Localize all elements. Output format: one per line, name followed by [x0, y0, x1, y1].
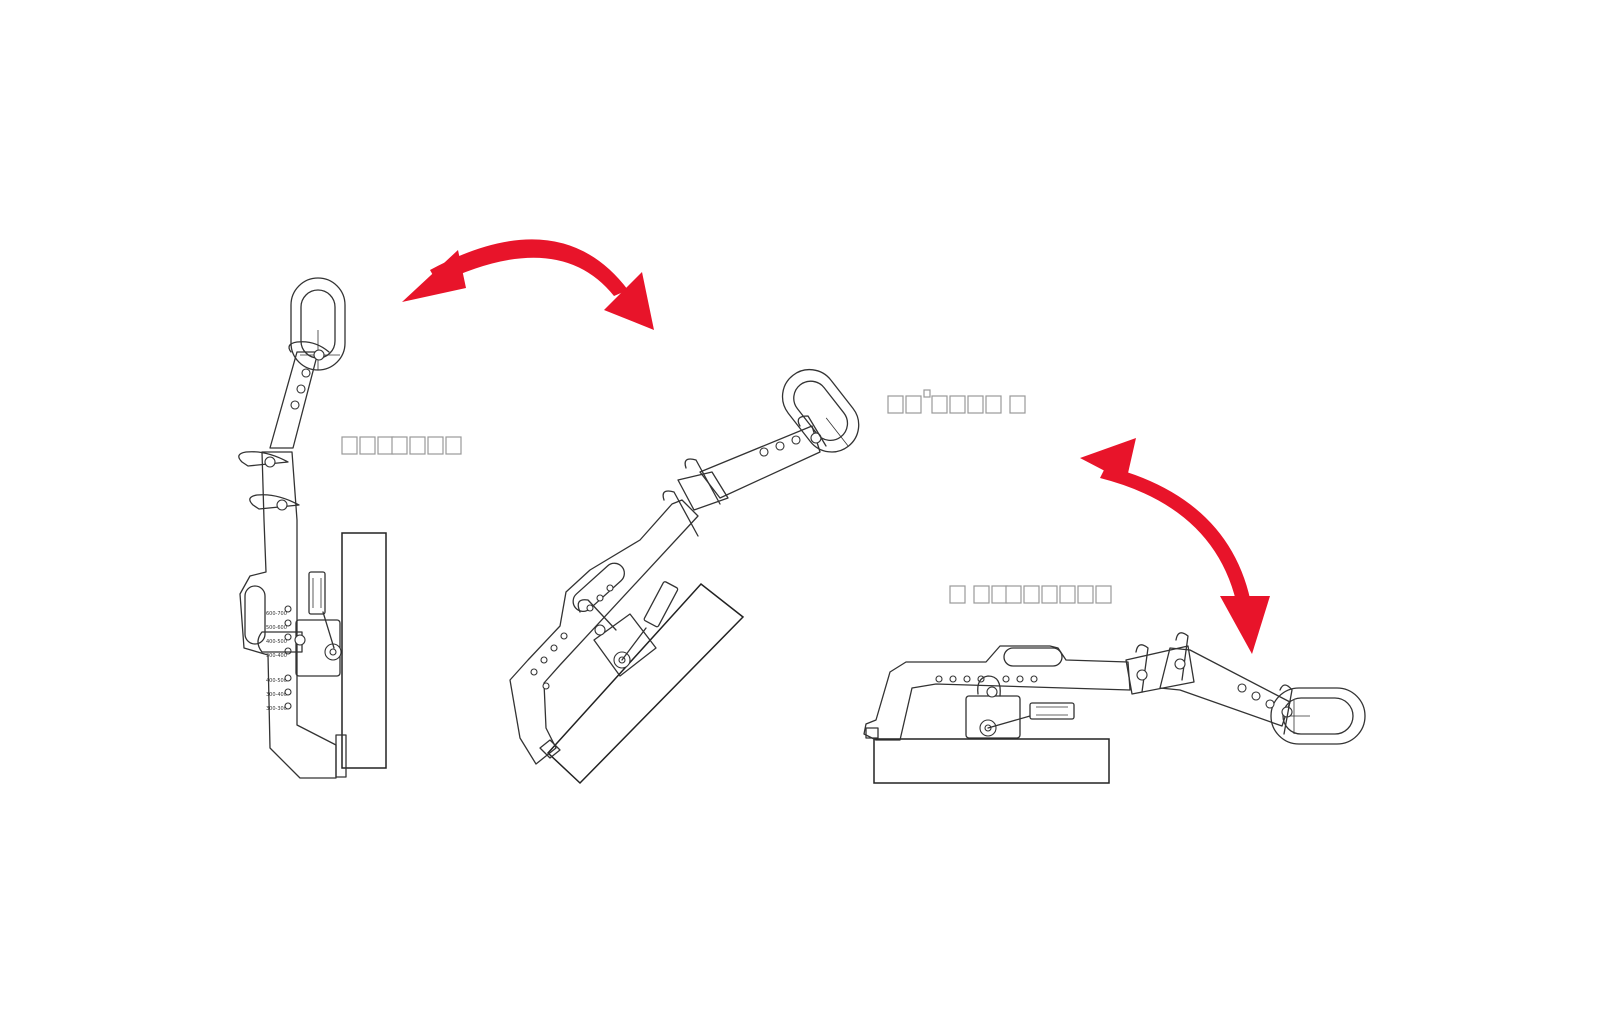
scale-markers-vertical: 600-700 500-600 400-500 300-400 400-500 … [266, 605, 292, 712]
arm-hole [296, 384, 306, 394]
horizontal-lifter [863, 632, 1366, 784]
scale-marker: 400-500 [266, 678, 287, 684]
lifting-ring-horizontal [1270, 687, 1366, 745]
lifter-body-horizontal [863, 645, 1131, 741]
upper-arm-tilted [699, 425, 821, 499]
scale-marker: 300-400 [266, 692, 287, 698]
pivot-pin [1174, 658, 1186, 670]
scale-marker: 300-300 [266, 706, 287, 712]
clip-pin [684, 458, 721, 505]
magnet-unit-horizontal [965, 675, 1075, 739]
vertical-lifter: 600-700 500-600 400-500 300-400 400-500 … [238, 277, 387, 779]
vertical-steel-plate [341, 532, 387, 769]
scale-marker: 400-500 [266, 639, 287, 645]
lifter-body-vertical [239, 451, 337, 779]
arm-hole [775, 441, 785, 451]
connector-block [677, 471, 729, 511]
pivot-pin [1136, 669, 1148, 681]
tilted-lifter [509, 368, 860, 785]
clip-pin [238, 451, 289, 467]
arm-hole [1265, 699, 1275, 709]
description-glyph-row-horizontal [949, 585, 1112, 604]
clip-pin [288, 341, 330, 353]
description-glyph-row-vertical [341, 436, 462, 455]
lifting-ring-tilted [781, 368, 860, 453]
magnet-lever-handle [308, 571, 326, 615]
clip-pin [249, 494, 300, 510]
rotation-arrow-top [402, 239, 654, 330]
handle-slot [572, 562, 625, 613]
clip-pin [797, 415, 827, 447]
scale-marker: 500-600 [266, 625, 287, 631]
pivot-pin [313, 349, 325, 361]
clip-pin [1279, 684, 1293, 735]
magnet-lever-handle [1029, 702, 1075, 720]
arm-hole [290, 400, 300, 410]
clip-pin [662, 490, 699, 537]
horizontal-steel-plate [873, 738, 1110, 784]
handle-slot [244, 585, 266, 645]
scale-marker: 300-400 [266, 653, 287, 659]
upper-arm-vertical [269, 351, 319, 449]
arm-hole [791, 435, 801, 445]
scale-marker: 600-700 [266, 611, 287, 617]
magnet-unit-tilted [577, 581, 679, 677]
handle-slot [1003, 647, 1063, 667]
arm-hole [1237, 683, 1247, 693]
clip-pin [1135, 644, 1149, 693]
arm-hole [1251, 691, 1261, 701]
arm-hole [759, 447, 769, 457]
pivot-pin [264, 456, 276, 468]
pivot-pin [276, 499, 288, 511]
rotation-arrow-right [1080, 438, 1270, 654]
lifter-body-tilted [509, 499, 699, 765]
magnet-lever-handle [643, 581, 679, 628]
tilted-steel-plate [546, 582, 745, 785]
description-glyph-row-tilted [887, 389, 1026, 414]
arm-hole [301, 368, 311, 378]
magnet-unit-vertical [257, 571, 342, 677]
scale-markers-tilted [530, 584, 614, 690]
clip-pin [1175, 632, 1189, 681]
